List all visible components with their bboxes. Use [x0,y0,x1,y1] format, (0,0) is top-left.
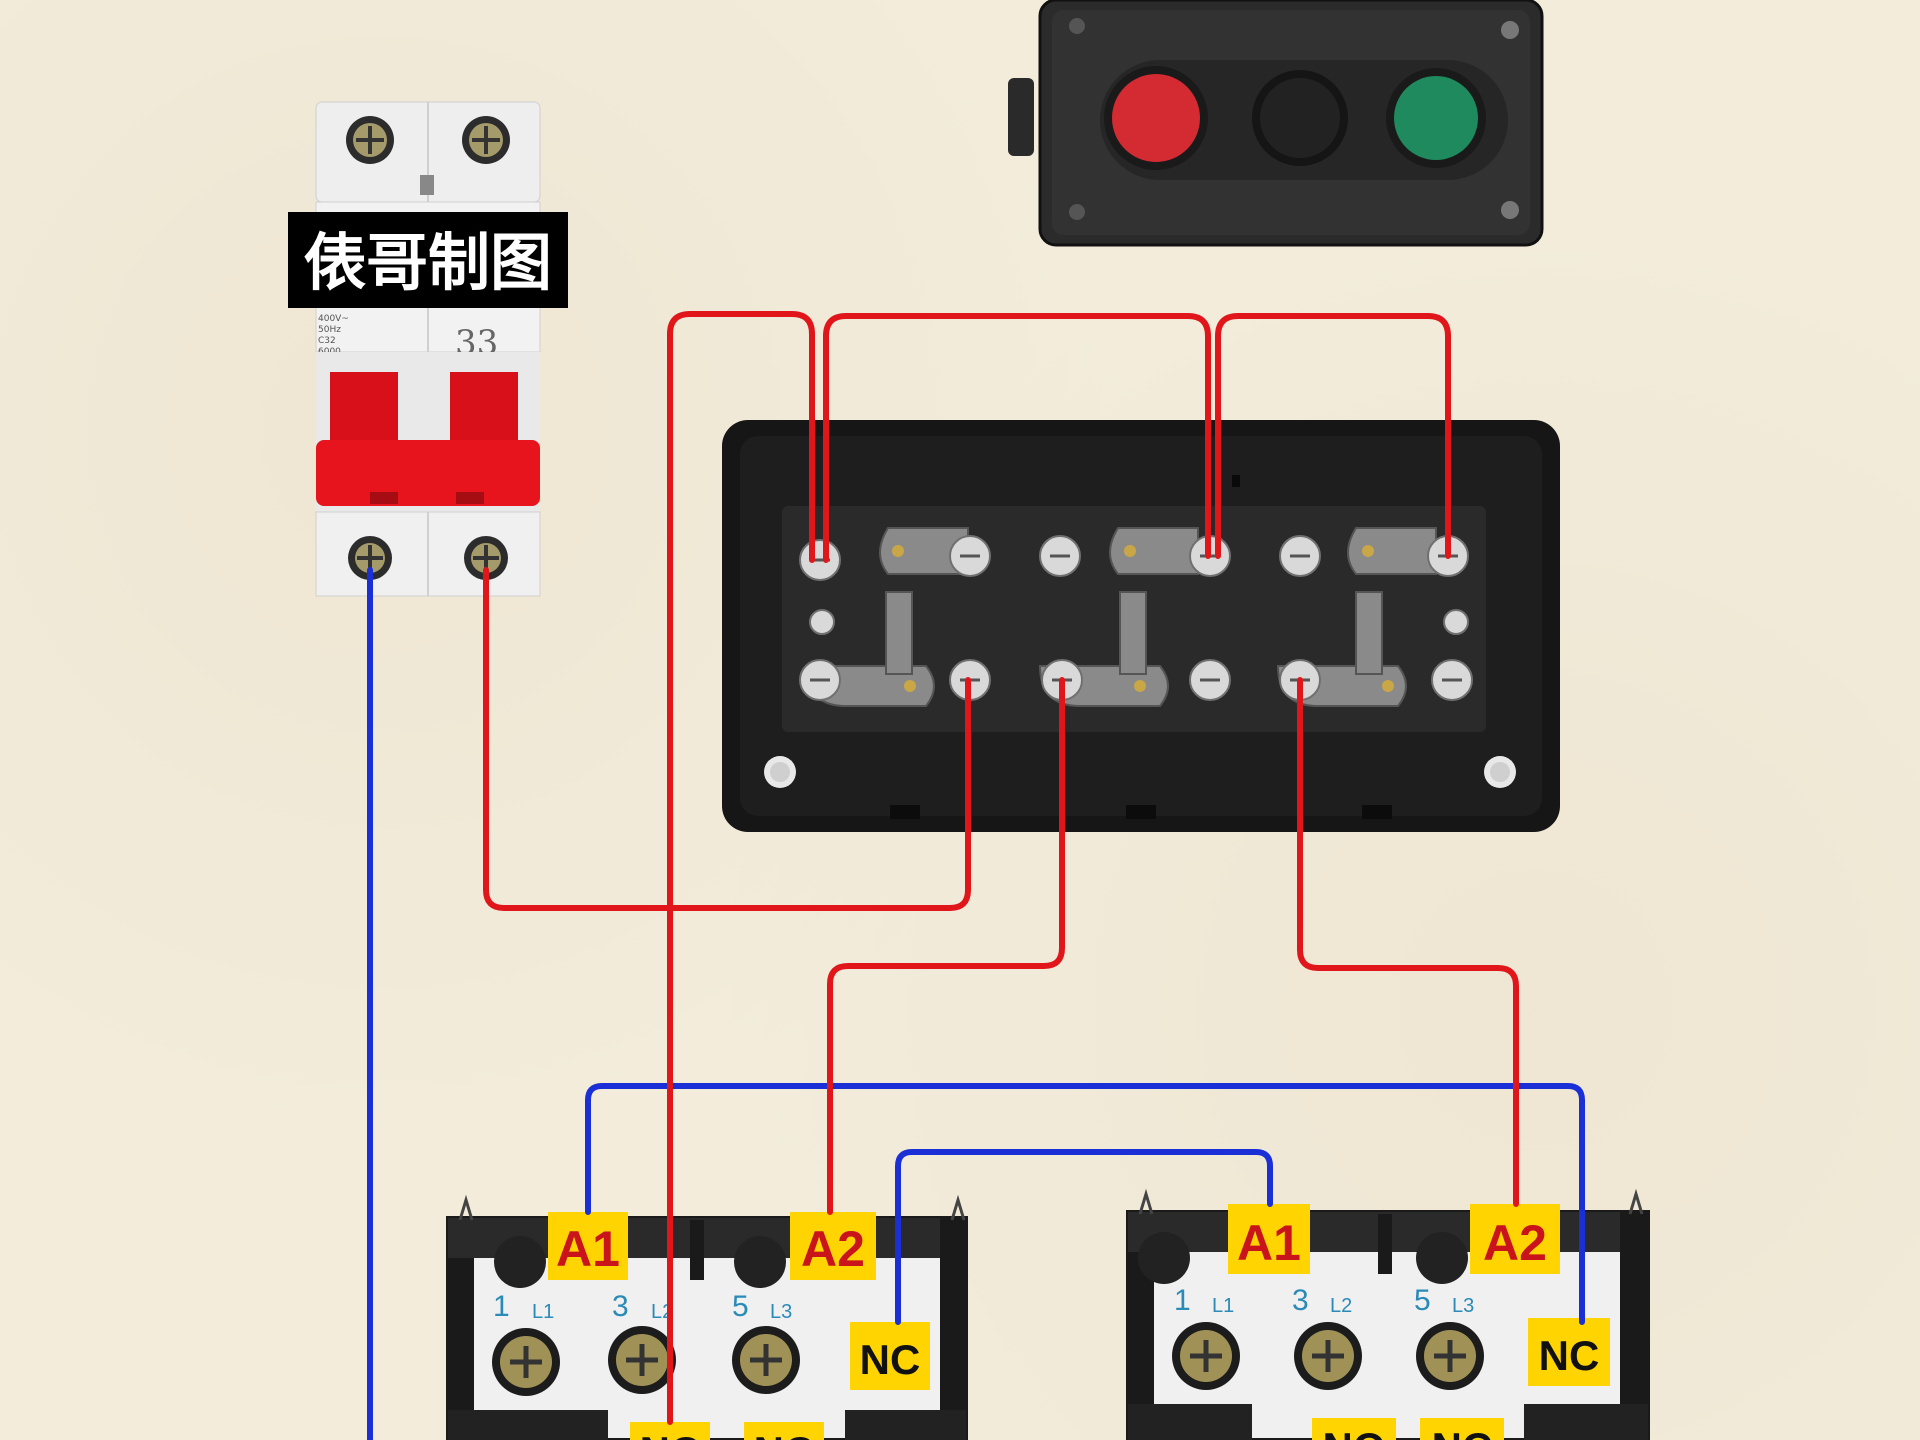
contactor-right-nc-label: NC [1528,1318,1610,1386]
svg-text:俵哥制图: 俵哥制图 [304,226,552,299]
svg-text:A1: A1 [1237,1215,1301,1271]
black-button[interactable] [1252,70,1348,166]
svg-text:400V~: 400V~ [318,314,349,324]
contactor-right-bottom-label-1: NO [1312,1418,1396,1440]
terminal-left-1: 1 L1 [492,1290,560,1396]
svg-text:C32: C32 [318,336,336,346]
svg-text:1: 1 [1174,1284,1191,1317]
watermark-label: 俵哥制图 [288,212,568,308]
svg-text:NC: NC [1539,1332,1600,1379]
svg-text:A2: A2 [1483,1215,1547,1271]
push-button-station [1008,0,1544,247]
red-button[interactable] [1104,66,1208,170]
contactor-right-bottom-label-2: NC [1420,1418,1504,1440]
terminal-block [722,420,1560,832]
breaker-bottom-screw-right [464,536,508,580]
contactor-right-a2-label: A2 [1470,1204,1560,1274]
breaker-top-screw-left [346,116,394,164]
svg-text:5: 5 [1414,1284,1431,1317]
contactor-left-nc-label: NC [850,1322,930,1390]
contactor-left-a1-label: A1 [548,1212,628,1280]
svg-text:1: 1 [493,1290,510,1323]
svg-text:5: 5 [732,1290,749,1323]
svg-text:L2: L2 [1330,1295,1352,1317]
svg-text:NC: NC [860,1336,921,1383]
svg-text:L1: L1 [532,1301,554,1323]
terminal-left-5: 5 L3 [732,1290,800,1394]
terminal-right-3: 3 L2 [1292,1284,1362,1390]
contactor-left: 1 L1 3 L2 5 L3 A1 A2 NC [446,1194,968,1440]
live-wire-top-loop-1 [667,311,815,1425]
live-wire-top-loop-2 [823,313,1211,563]
wires [367,311,1585,1440]
neutral-wire-coils [585,1083,1585,1325]
live-wire-breaker-to-block [483,567,971,911]
breaker-top-screw-right [462,116,510,164]
breaker-toggle-handle[interactable] [316,372,540,506]
live-wire-block-to-right-a2 [1297,677,1519,1207]
svg-text:NC: NC [1432,1424,1493,1440]
contactor-left-bottom-label-2: NC [744,1422,824,1440]
svg-text:A2: A2 [801,1221,865,1277]
contactor-right-a1-label: A1 [1228,1204,1310,1274]
terminal-right-1: 1 L1 [1172,1284,1240,1390]
breaker-bottom-screw-left [348,536,392,580]
svg-text:L3: L3 [1452,1295,1474,1317]
terminal-left-3: 3 L2 [608,1290,676,1394]
svg-text:NO: NO [1323,1424,1386,1440]
svg-text:L3: L3 [770,1301,792,1323]
svg-text:L1: L1 [1212,1295,1234,1317]
svg-text:3: 3 [612,1290,629,1323]
live-wire-block-to-left-a2 [827,677,1065,1215]
svg-text:3: 3 [1292,1284,1309,1317]
svg-text:A1: A1 [556,1221,620,1277]
live-wire-top-loop-3 [1215,313,1451,559]
svg-text:50Hz: 50Hz [318,325,341,335]
terminal-right-5: 5 L3 [1414,1284,1484,1390]
contactor-left-bottom-label-1: NC [630,1422,710,1440]
contactor-left-a2-label: A2 [790,1212,876,1280]
svg-text:NC: NC [640,1428,701,1440]
interlock-wire [895,1149,1273,1325]
contactor-right: 1 L1 3 L2 5 L3 A1 A2 NC [1126,1188,1650,1440]
circuit-breaker: 400V~ 50Hz C32 6000 33 [315,101,541,597]
svg-text:NC: NC [754,1428,815,1440]
green-button[interactable] [1386,68,1486,168]
